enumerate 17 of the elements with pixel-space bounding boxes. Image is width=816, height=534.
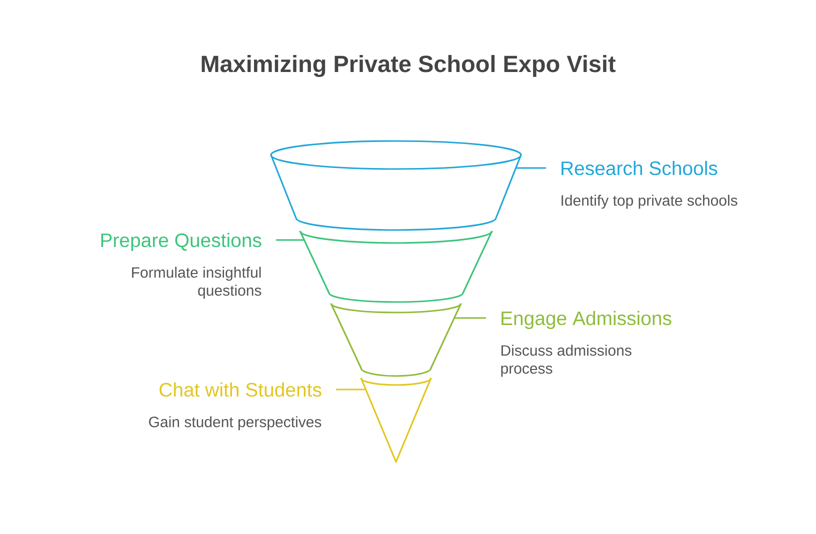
stage-description: Discuss admissions process [501, 344, 632, 377]
stage-title: Engage Admissions [502, 310, 672, 330]
stage-title: Prepare Questions [101, 232, 262, 252]
funnel-segment [299, 230, 493, 303]
leader-line [516, 167, 546, 169]
leader-line [336, 388, 366, 390]
funnel-segment [270, 140, 522, 231]
stage-description: Identify top private schools [562, 194, 738, 209]
leader-line [454, 317, 486, 319]
stage-description: Formulate insightful questions [132, 266, 262, 299]
funnel-segment [330, 303, 462, 377]
stage-description: Gain student perspectives [149, 416, 322, 430]
stage-title: Chat with Students [160, 382, 322, 397]
funnel-segment [360, 378, 432, 463]
stage-title: Research Schools [562, 160, 718, 176]
leader-line [276, 239, 304, 241]
title: Maximizing Private School Expo Visit [202, 55, 616, 77]
